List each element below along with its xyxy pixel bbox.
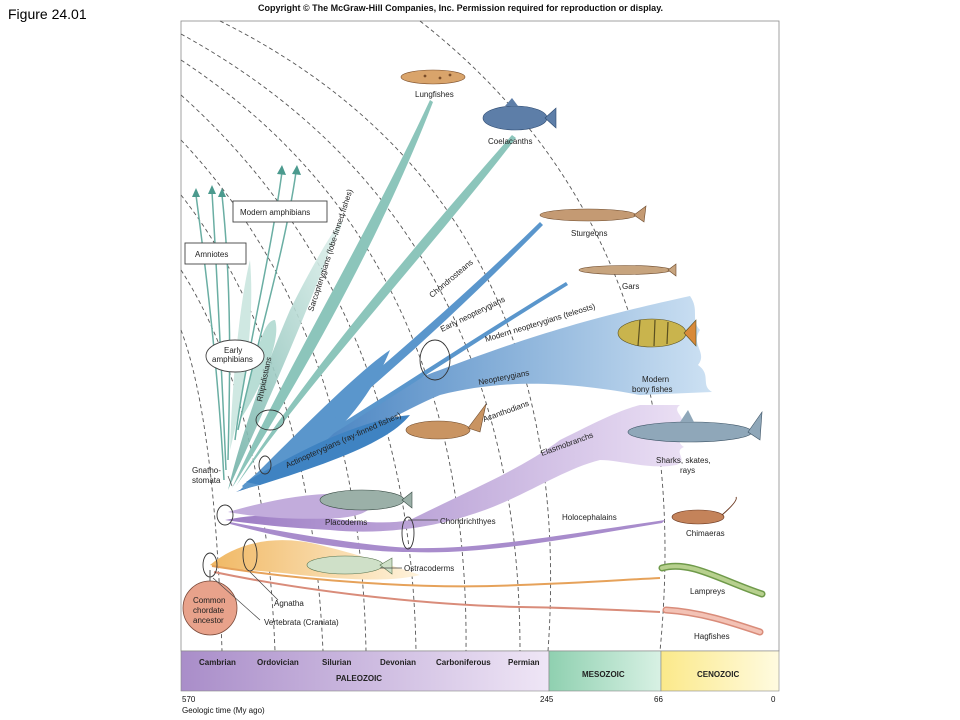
chimaera-illustration	[671, 496, 737, 525]
label-placoderms: Placoderms	[325, 518, 367, 527]
coelacanth-illustration	[482, 98, 557, 131]
node-neopterygians	[419, 339, 451, 381]
hagfish-illustration	[662, 606, 764, 636]
period-silurian: Silurian	[322, 658, 351, 667]
node-gnathostomata	[216, 504, 234, 526]
label-ostracoderms: Ostracoderms	[404, 564, 454, 573]
label-amniotes: Amniotes	[195, 250, 228, 259]
era-mesozoic: MESOZOIC	[582, 670, 625, 679]
timeline-axis-label: Geologic time (My ago)	[182, 706, 265, 715]
lamprey-illustration	[658, 562, 766, 598]
label-holocephalains: Holocephalains	[562, 513, 617, 522]
label-lungfishes: Lungfishes	[415, 90, 454, 99]
perch-illustration	[617, 318, 697, 348]
tick-66: 66	[654, 695, 663, 704]
node-actinopterygians	[258, 455, 272, 475]
label-sturgeons: Sturgeons	[571, 229, 607, 238]
time-arc	[219, 20, 551, 652]
time-arc	[180, 59, 467, 652]
label-ancestor-2: chordate	[193, 606, 225, 615]
cenozoic-band	[660, 650, 780, 692]
period-cambrian: Cambrian	[199, 658, 236, 667]
label-gnathostomata-1: Gnatho-	[192, 466, 221, 475]
fish-illustrations	[306, 69, 766, 636]
period-permian: Permian	[508, 658, 540, 667]
leader-lines	[212, 475, 438, 621]
clade-nodes	[202, 339, 451, 578]
placoderm-illustration	[319, 489, 413, 511]
mesozoic-band	[548, 650, 662, 692]
label-early-amphibians-2: amphibians	[212, 355, 253, 364]
label-ancestor-3: ancestor	[193, 616, 224, 625]
label-gnathostomata-2: stomata	[192, 476, 221, 485]
shark-illustration	[627, 410, 763, 443]
time-arc	[180, 269, 276, 652]
amniotes-box	[184, 242, 247, 265]
time-arcs	[180, 20, 666, 652]
label-chondrichthyes: Chondrichthyes	[440, 517, 496, 526]
label-ancestor-1: Common	[193, 596, 225, 605]
label-vertebrata: Vertebrata (Craniata)	[264, 618, 339, 627]
label-hagfishes: Hagfishes	[694, 632, 730, 641]
copyright-notice: Copyright © The McGraw-Hill Companies, I…	[258, 3, 664, 13]
tick-245: 245	[540, 695, 554, 704]
tick-0: 0	[771, 695, 776, 704]
label-sharks-2: rays	[680, 466, 695, 475]
label-agnatha: Agnatha	[274, 599, 304, 608]
lungfish-illustration	[400, 69, 466, 85]
gar-illustration	[578, 263, 677, 277]
time-arc	[180, 33, 521, 652]
time-arc	[180, 94, 417, 652]
sturgeon-illustration	[539, 205, 647, 223]
tick-570: 570	[182, 695, 196, 704]
geologic-timeline: Cambrian Ordovician Silurian Devonian Ca…	[180, 650, 780, 715]
label-modern-amphibians: Modern amphibians	[240, 208, 310, 217]
node-agnatha	[242, 538, 258, 572]
node-chondrichthyes	[401, 516, 415, 550]
label-chimaeras: Chimaeras	[686, 529, 725, 538]
ostracoderm-illustration	[306, 555, 393, 575]
period-ordovician: Ordovician	[257, 658, 299, 667]
modern-amphibians-box	[232, 200, 328, 223]
period-devonian: Devonian	[380, 658, 416, 667]
label-modern-bony-1: Modern	[642, 375, 669, 384]
early-amphibians-oval	[205, 339, 265, 373]
era-cenozoic: CENOZOIC	[697, 670, 739, 679]
label-sharks-1: Sharks, skates,	[656, 456, 711, 465]
period-carboniferous: Carboniferous	[436, 658, 491, 667]
paleozoic-band	[180, 650, 550, 692]
actinopterygian-lineage	[236, 222, 712, 492]
node-rhipidistians	[255, 409, 285, 431]
time-arc	[419, 20, 666, 652]
label-early-amphibians-1: Early	[224, 346, 242, 355]
label-modern-bony-2: bony fishes	[632, 385, 672, 394]
figure-label: Figure 24.01	[8, 6, 87, 22]
label-gars: Gars	[622, 282, 639, 291]
acanthodian-illustration	[405, 403, 487, 440]
label-lampreys: Lampreys	[690, 587, 725, 596]
era-paleozoic: PALEOZOIC	[336, 674, 382, 683]
label-coelacanths: Coelacanths	[488, 137, 532, 146]
